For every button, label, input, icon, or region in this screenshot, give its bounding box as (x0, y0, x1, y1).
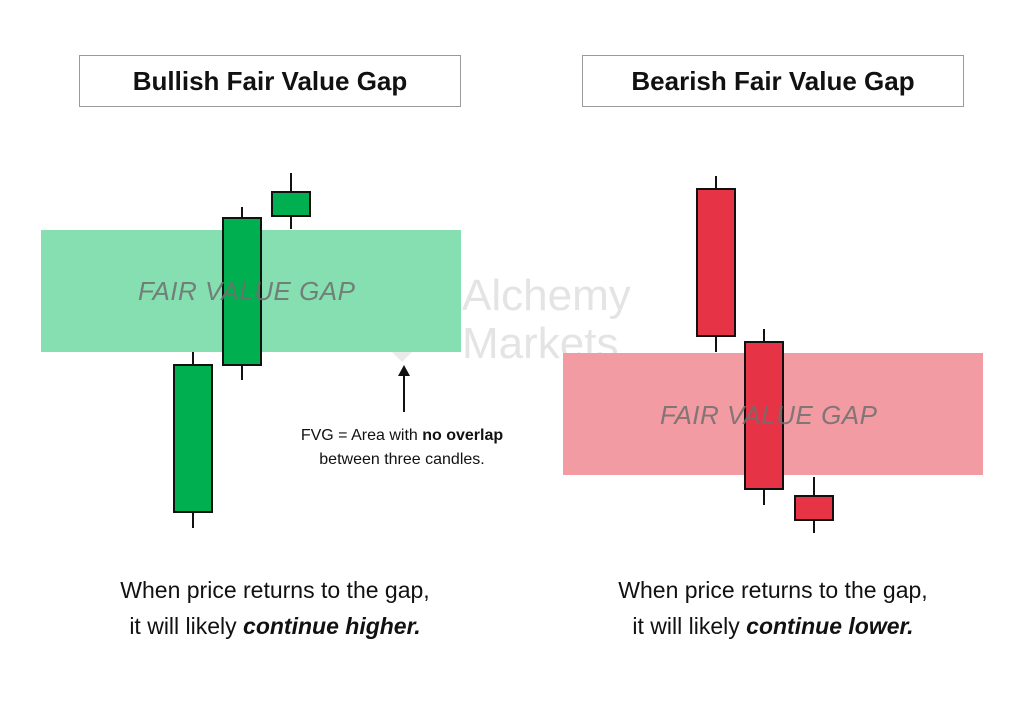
bullish-caption: When price returns to the gap, it will l… (65, 572, 485, 644)
bearish-zone-label: FAIR VALUE GAP (660, 400, 878, 430)
bearish-caption-line1: When price returns to the gap, (618, 577, 928, 603)
bullish-caption-line1: When price returns to the gap, (120, 577, 430, 603)
bearish-caption-prefix: it will likely (632, 613, 747, 639)
bullish-caption-emphasis: continue higher. (243, 613, 421, 639)
annotation-emphasis: no overlap (422, 427, 504, 444)
annotation-prefix: FVG = Area with (300, 427, 423, 444)
fvg-annotation-line1: FVG = Area with no overlap (262, 424, 542, 448)
fvg-annotation-line2: between three candles. (319, 451, 485, 468)
bullish-candle-3 (271, 173, 311, 229)
bearish-title-text: Bearish Fair Value Gap (631, 65, 915, 96)
bearish-candle-3 (794, 477, 834, 533)
bearish-caption-line2: it will likely continue lower. (563, 608, 983, 644)
bullish-title-text: Bullish Fair Value Gap (132, 65, 408, 96)
bearish-title: Bearish Fair Value Gap (582, 55, 964, 107)
bullish-zone-label: FAIR VALUE GAP (138, 276, 356, 306)
bullish-caption-line2: it will likely continue higher. (65, 608, 485, 644)
watermark-line1: Alchemy (462, 271, 631, 320)
bearish-candle-2 (744, 329, 784, 505)
bearish-candle-1 (696, 176, 736, 352)
annotation-arrow (398, 365, 410, 412)
bearish-caption-emphasis: continue lower. (746, 613, 914, 639)
fvg-annotation: FVG = Area with no overlap between three… (262, 424, 542, 472)
bullish-caption-prefix: it will likely (129, 613, 244, 639)
bullish-title: Bullish Fair Value Gap (79, 55, 461, 107)
bullish-candle-1 (173, 352, 213, 528)
bullish-candle-2 (222, 207, 262, 380)
bearish-caption: When price returns to the gap, it will l… (563, 572, 983, 644)
